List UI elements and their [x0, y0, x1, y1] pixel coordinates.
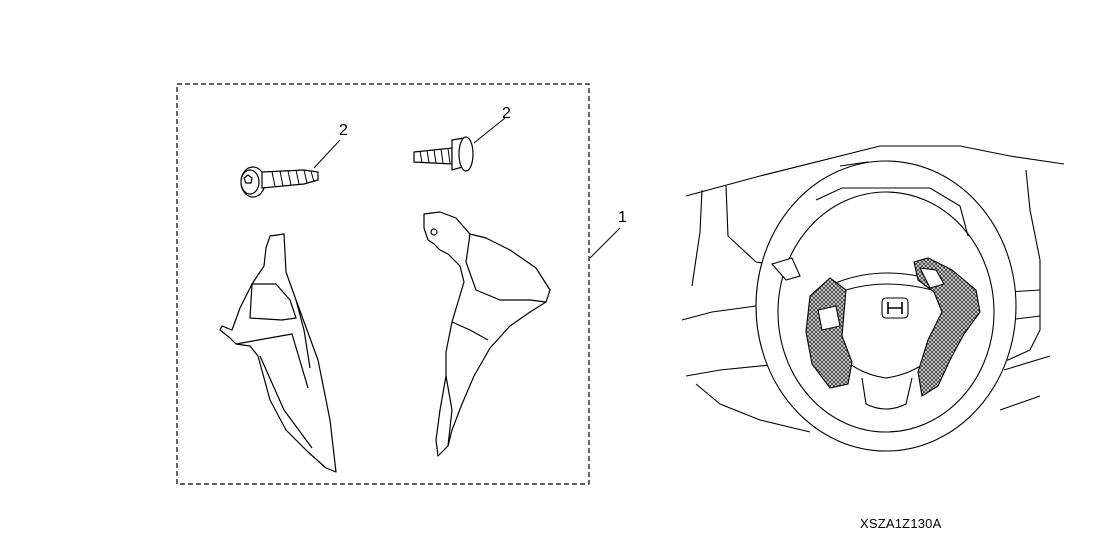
bolt-left-leader — [313, 139, 341, 169]
figure-code: XSZA1Z130A — [860, 516, 942, 531]
kit-dashed-border — [176, 83, 590, 485]
bolt-right — [413, 136, 474, 172]
right-spoke-garnish — [423, 211, 551, 457]
kit-leader-line — [589, 227, 621, 259]
bolt-right-leader — [473, 117, 506, 144]
callout-kit-number: 1 — [618, 209, 627, 226]
steering-wheel-illustration — [681, 145, 1065, 452]
left-spoke-garnish — [219, 233, 337, 473]
bolt-left — [240, 166, 319, 198]
callout-bolt-right-number: 2 — [502, 105, 511, 122]
callout-bolt-left-number: 2 — [339, 122, 348, 139]
